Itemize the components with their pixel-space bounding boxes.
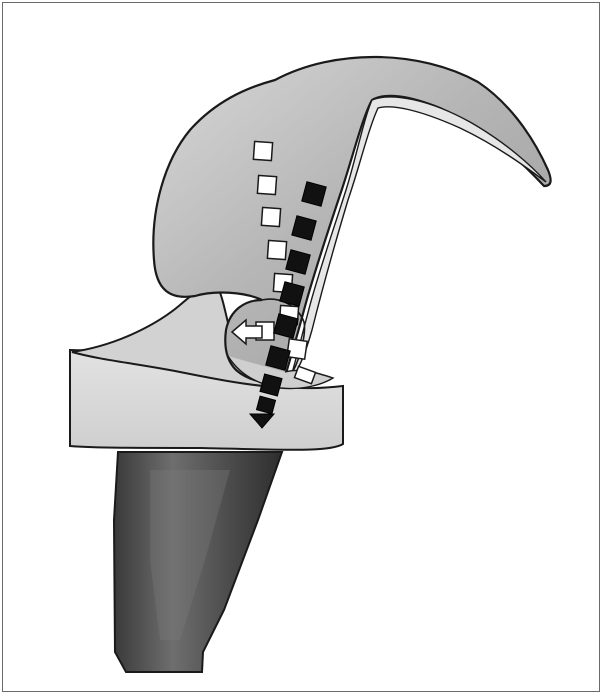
filled-square-marker (266, 346, 290, 370)
filled-square-marker (302, 182, 326, 206)
open-square-marker (253, 141, 272, 160)
open-square-marker (267, 240, 286, 259)
filled-square-marker (286, 250, 310, 274)
open-square-marker (257, 175, 276, 194)
open-square-marker (261, 207, 280, 226)
filled-square-marker (260, 374, 282, 396)
filled-square-marker (274, 314, 298, 338)
open-square-marker (287, 339, 307, 359)
filled-square-marker (292, 216, 316, 240)
filled-square-marker (280, 282, 304, 306)
